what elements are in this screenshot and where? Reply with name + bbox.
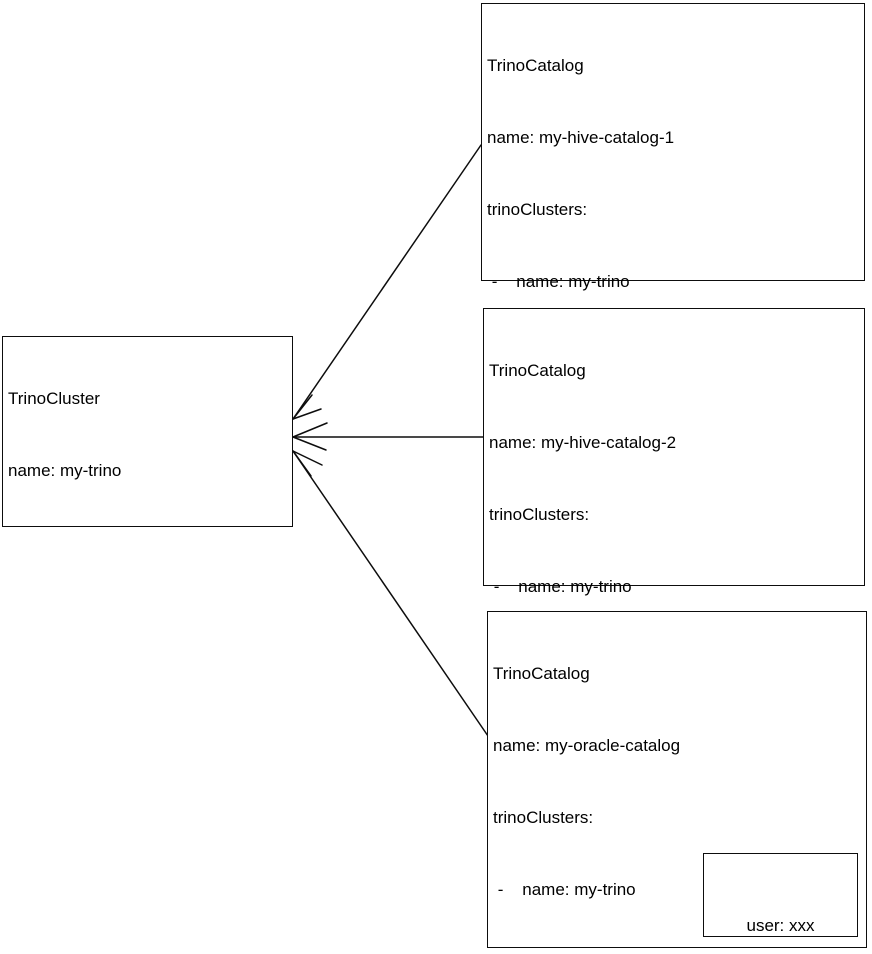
catalog-line: name: my-hive-catalog-1 [487, 128, 675, 147]
edge-line-catalog3 [292, 450, 489, 737]
arrowhead-catalog3-barb-b [292, 450, 323, 466]
trino-catalog-node-hive-1[interactable]: TrinoCatalog name: my-hive-catalog-1 tri… [481, 3, 865, 651]
catalog-line: TrinoCatalog [487, 56, 584, 75]
catalog-line: oracle: [493, 950, 863, 954]
catalog-line: trinoClusters: [489, 505, 590, 524]
catalog-line: - name: my-trino [493, 880, 636, 899]
trino-catalog-node-hive-2[interactable]: TrinoCatalog name: my-hive-catalog-2 tri… [483, 308, 865, 884]
catalog-line: - name: my-trino [489, 577, 632, 596]
arrowhead-catalog2-barb-a [292, 422, 328, 438]
catalog-line: name: my-hive-catalog-2 [489, 433, 677, 452]
trino-catalog-node-oracle[interactable]: TrinoCatalog name: my-oracle-catalog tri… [487, 611, 867, 954]
catalog-line: name: my-oracle-catalog [493, 736, 681, 755]
arrowhead-catalog1-barb-a [292, 394, 313, 420]
catalog-line: TrinoCatalog [493, 664, 590, 683]
catalog-line: trinoClusters: [487, 200, 588, 219]
oracle-credentials-secret-node[interactable]: user: xxx password: xxx [703, 853, 858, 937]
arrowhead-catalog3-barb-a [292, 450, 312, 477]
arrowhead-catalog1-barb-b [292, 408, 322, 420]
cluster-line: name: my-trino [8, 461, 122, 480]
secret-line: user: xxx [746, 916, 815, 935]
catalog-line: - name: my-trino [487, 272, 630, 291]
trino-cluster-node[interactable]: TrinoCluster name: my-trino [2, 336, 293, 527]
catalog-line: TrinoCatalog [489, 361, 586, 380]
trino-cluster-node-text: TrinoCluster name: my-trino [8, 339, 289, 531]
trino-catalog-3-text: TrinoCatalog name: my-oracle-catalog tri… [493, 614, 863, 954]
oracle-credentials-secret-text: user: xxx password: xxx [704, 866, 857, 954]
edge-line-catalog1 [292, 144, 482, 420]
arrowhead-catalog2-barb-b [292, 436, 327, 451]
catalog-line: trinoClusters: [493, 808, 594, 827]
cluster-line: TrinoCluster [8, 389, 100, 408]
